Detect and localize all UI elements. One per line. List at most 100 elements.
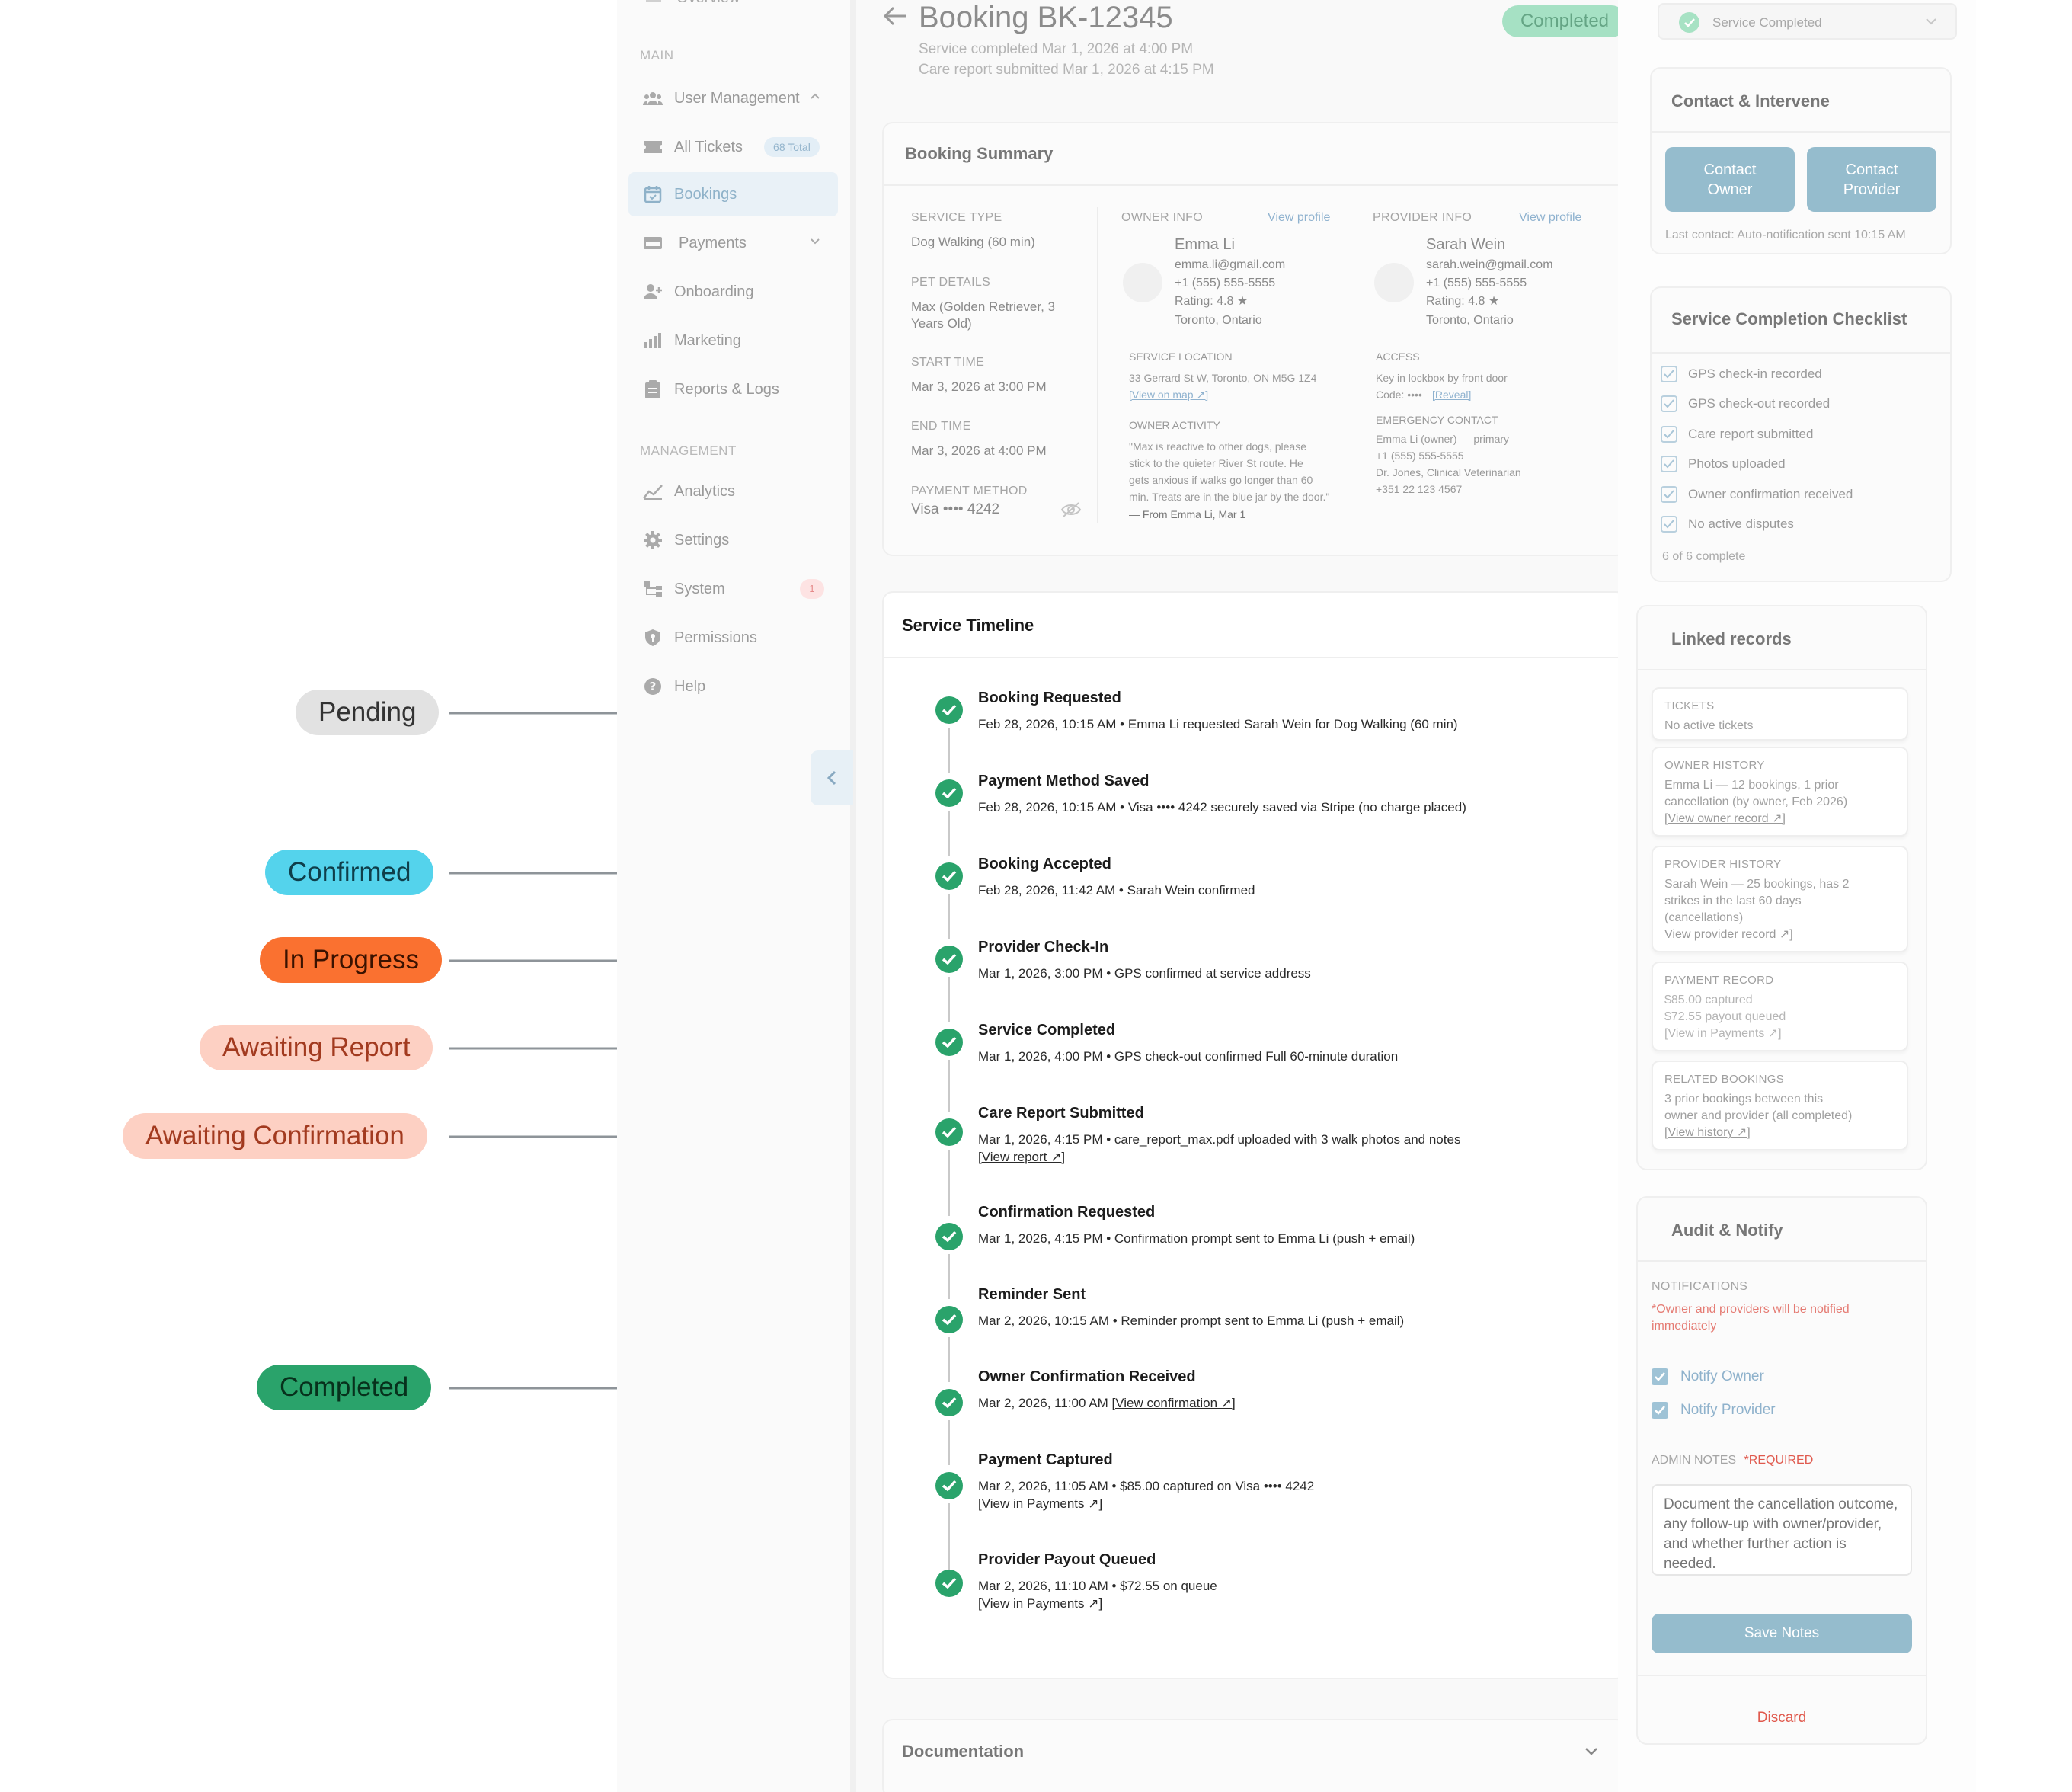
timeline-event-title: Provider Payout Queued [978, 1551, 1156, 1568]
chevron-down-icon[interactable] [809, 235, 821, 247]
checklist-item-text: GPS check-in recorded [1688, 366, 1822, 381]
sidebar-item-payments[interactable]: Payments [628, 221, 838, 265]
chevron-down-icon[interactable] [1583, 1745, 1600, 1758]
view-in-payments-link[interactable]: [View in Payments ↗] [1664, 1027, 1782, 1040]
owner-view-profile-link[interactable]: View profile [1268, 211, 1331, 224]
timeline-event-desc: Mar 2, 2026, 11:00 AM [View confirmation… [978, 1396, 1236, 1410]
payment-method-value: Visa •••• 4242 [911, 501, 1000, 517]
pet-details-line2: Years Old) [911, 316, 972, 331]
checkbox-gps-check-out[interactable] [1661, 395, 1677, 412]
timeline-connector [948, 1060, 950, 1112]
chevron-down-icon [1926, 18, 1936, 25]
notify-owner-label: Notify Owner [1680, 1368, 1764, 1384]
timeline-event-desc: Feb 28, 2026, 10:15 AM • Emma Li request… [978, 717, 1458, 731]
status-pill-pending: Pending [296, 690, 440, 735]
status-pill-completed: Completed [257, 1365, 432, 1410]
view-owner-record-link[interactable]: [View owner record ↗] [1664, 812, 1786, 825]
check-circle-icon [935, 1570, 963, 1597]
sidebar-item-bookings[interactable]: Bookings [628, 172, 838, 216]
page-subtitle-report: Care report submitted Mar 1, 2026 at 4:1… [919, 62, 1214, 78]
checkbox-no-disputes[interactable] [1661, 516, 1677, 533]
timeline-connector [948, 728, 950, 773]
reveal-code-link[interactable]: [Reveal] [1432, 389, 1472, 401]
documentation-title: Documentation [902, 1742, 1025, 1761]
checkbox-owner-confirmation[interactable] [1661, 486, 1677, 503]
timeline-connector [948, 1150, 950, 1216]
sidebar-item-permissions[interactable]: Permissions [628, 616, 838, 660]
owner-activity-source: — From Emma Li, Mar 1 [1129, 508, 1246, 520]
timeline-event-title: Payment Method Saved [978, 773, 1150, 789]
status-select[interactable]: Service Completed [1658, 3, 1957, 40]
status-pill-awaiting-report: Awaiting Report [200, 1025, 433, 1070]
audit-title: Audit & Notify [1671, 1221, 1783, 1240]
provider-info-label: PROVIDER INFO [1373, 211, 1472, 224]
summary-column-divider [1097, 207, 1098, 523]
sidebar-item-help[interactable]: ? Help [628, 664, 838, 709]
chevron-up-icon[interactable] [809, 90, 821, 102]
shield-icon [642, 627, 663, 648]
sidebar-collapse-button[interactable] [811, 750, 853, 805]
save-notes-button[interactable]: Save Notes [1652, 1614, 1912, 1653]
sidebar-item-marketing[interactable]: Marketing [628, 318, 838, 363]
discard-button[interactable]: Discard [1757, 1710, 1807, 1726]
timeline-event-desc: Feb 28, 2026, 10:15 AM • Visa •••• 4242 … [978, 800, 1466, 814]
eye-off-icon[interactable] [1060, 501, 1082, 518]
sidebar-item-onboarding[interactable]: Onboarding [628, 270, 838, 314]
provider-view-profile-link[interactable]: View profile [1519, 211, 1582, 224]
payment-method-label: PAYMENT METHOD [911, 485, 1028, 498]
view-in-payments-link[interactable]: [View in Payments ↗] [978, 1496, 1103, 1511]
help-icon: ? [642, 676, 663, 697]
emergency-contact-line4: +351 22 123 4567 [1376, 483, 1463, 495]
sidebar-section-management: MANAGEMENT [640, 443, 737, 458]
timeline-connector [948, 1254, 950, 1299]
sidebar-item-settings[interactable]: Settings [628, 518, 838, 562]
start-time-label: START TIME [911, 356, 985, 369]
users-icon [642, 88, 663, 109]
status-pill-in-progress: In Progress [260, 937, 442, 983]
owner-email: emma.li@gmail.com [1175, 258, 1286, 271]
booking-summary-card [882, 122, 1627, 556]
notifications-label: NOTIFICATIONS [1652, 1280, 1748, 1293]
checklist-summary: 6 of 6 complete [1662, 550, 1746, 563]
checklist-item-text: GPS check-out recorded [1688, 396, 1831, 411]
checkbox-care-report[interactable] [1661, 426, 1677, 443]
documentation-card[interactable] [882, 1719, 1627, 1792]
sidebar-item-reports-logs[interactable]: Reports & Logs [628, 367, 838, 411]
divider [1652, 352, 1950, 354]
checkbox-photos[interactable] [1661, 456, 1677, 472]
sidebar-item-overview[interactable]: Overview [646, 0, 740, 6]
view-provider-record-link[interactable]: View provider record ↗] [1664, 928, 1793, 941]
svg-text:?: ? [650, 680, 657, 693]
linked-payment-record: PAYMENT RECORD $85.00 captured $72.55 pa… [1652, 962, 1908, 1051]
timeline-event-title: Provider Check-In [978, 939, 1109, 955]
timeline-connector [948, 1420, 950, 1465]
timeline-connector [948, 1503, 950, 1570]
sidebar-item-system[interactable]: System 1 [628, 567, 838, 611]
booking-summary-title: Booking Summary [905, 144, 1054, 163]
start-time-value: Mar 3, 2026 at 3:00 PM [911, 379, 1047, 394]
linked-tickets: TICKETS No active tickets [1652, 687, 1908, 741]
provider-avatar [1374, 263, 1414, 302]
view-report-link[interactable]: [View report ↗] [978, 1150, 1066, 1164]
admin-notes-input[interactable] [1652, 1484, 1912, 1576]
sidebar-item-analytics[interactable]: Analytics [628, 469, 838, 514]
check-circle-icon [935, 1389, 963, 1416]
line-chart-icon [642, 481, 663, 502]
chevron-left-icon [827, 770, 836, 786]
divider [1638, 1260, 1926, 1262]
notify-owner-checkbox[interactable] [1652, 1368, 1668, 1385]
sidebar-item-all-tickets[interactable]: All Tickets 68 Total [628, 125, 838, 169]
service-timeline-title: Service Timeline [902, 616, 1034, 635]
view-on-map-link[interactable]: [View on map ↗] [1129, 389, 1209, 401]
back-arrow-icon[interactable] [882, 5, 908, 27]
owner-rating: Rating: 4.8 ★ [1175, 295, 1249, 308]
checkbox-gps-check-in[interactable] [1661, 366, 1677, 382]
sidebar-item-user-management[interactable]: User Management [628, 76, 838, 120]
view-history-link[interactable]: [View history ↗] [1664, 1126, 1751, 1139]
view-in-payments-link[interactable]: [View in Payments ↗] [978, 1596, 1103, 1611]
notify-provider-checkbox[interactable] [1652, 1402, 1668, 1419]
access-label: ACCESS [1376, 350, 1420, 363]
view-confirmation-link[interactable]: [View confirmation ↗] [1111, 1396, 1236, 1410]
